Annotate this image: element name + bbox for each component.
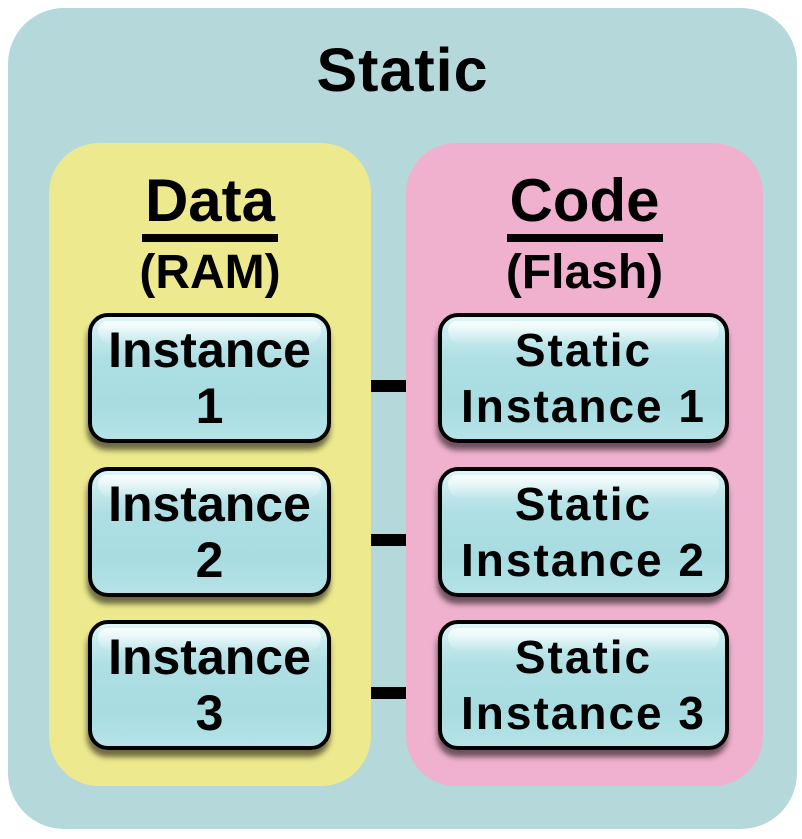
instance-2-label-line1: Instance bbox=[108, 476, 311, 532]
instance-2-box: Instance 2 bbox=[88, 467, 331, 597]
static-instance-3-label-line2: Instance 3 bbox=[461, 687, 706, 739]
instance-1-label-line1: Instance bbox=[108, 322, 311, 378]
instance-1-label-line2: 1 bbox=[195, 378, 224, 434]
diagram-title: Static bbox=[316, 36, 489, 104]
instance-1-box: Instance 1 bbox=[88, 313, 331, 443]
static-instance-2-label-line2: Instance 2 bbox=[461, 534, 706, 586]
ram-subheading: (RAM) bbox=[139, 246, 281, 299]
static-instance-3-label-line1: Static bbox=[514, 631, 653, 683]
flash-subheading: (Flash) bbox=[505, 246, 664, 299]
static-instance-1-label-line2: Instance 1 bbox=[461, 380, 706, 432]
code-heading: Code bbox=[506, 169, 663, 242]
static-instance-1-label-line1: Static bbox=[514, 324, 653, 376]
code-panel-header: Code (Flash) bbox=[406, 143, 763, 300]
data-heading: Data bbox=[141, 169, 279, 242]
instance-2-label-line2: 2 bbox=[195, 532, 224, 588]
static-instance-2-label-line1: Static bbox=[514, 478, 653, 530]
static-instance-3-box: Static Instance 3 bbox=[438, 620, 729, 750]
instance-3-label-line1: Instance bbox=[108, 629, 311, 685]
static-instance-1-box: Static Instance 1 bbox=[438, 313, 729, 443]
instance-3-box: Instance 3 bbox=[88, 620, 331, 750]
data-panel-header: Data (RAM) bbox=[49, 143, 371, 300]
static-instance-2-box: Static Instance 2 bbox=[438, 467, 729, 597]
instance-3-label-line2: 3 bbox=[195, 685, 224, 741]
